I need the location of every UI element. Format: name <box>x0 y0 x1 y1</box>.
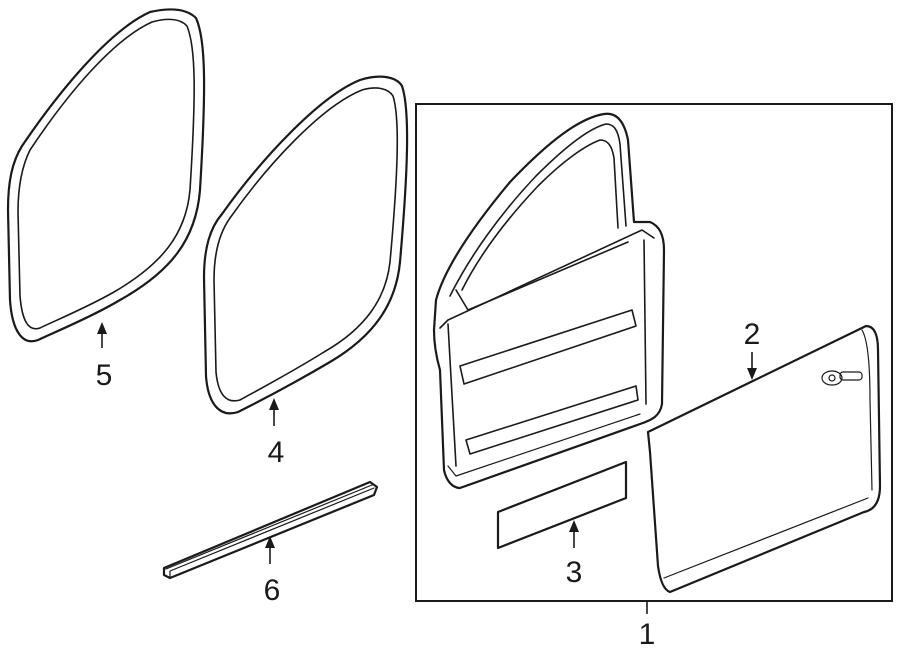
callout-3-arrow <box>569 520 579 532</box>
callout-6-label: 6 <box>264 574 281 607</box>
door-trim-panel <box>496 460 628 550</box>
door-shell <box>432 112 666 490</box>
outer-door-panel <box>646 324 882 594</box>
door-assembly-box <box>415 103 893 602</box>
outer-weatherstrip <box>6 8 206 343</box>
callout-2-arrow <box>747 368 757 380</box>
callout-1-label: 1 <box>639 618 656 651</box>
callout-4-label: 4 <box>268 436 285 469</box>
inner-weatherstrip <box>202 75 409 415</box>
callout-6-arrow <box>265 536 275 548</box>
callout-2-label: 2 <box>744 318 761 351</box>
fuel-door-handle-icon <box>821 370 863 386</box>
callout-5-arrow <box>97 322 107 334</box>
callout-4-arrow <box>269 398 279 410</box>
door-molding-strip <box>162 480 379 580</box>
callout-5-label: 5 <box>96 359 113 392</box>
callout-3-label: 3 <box>566 556 583 589</box>
